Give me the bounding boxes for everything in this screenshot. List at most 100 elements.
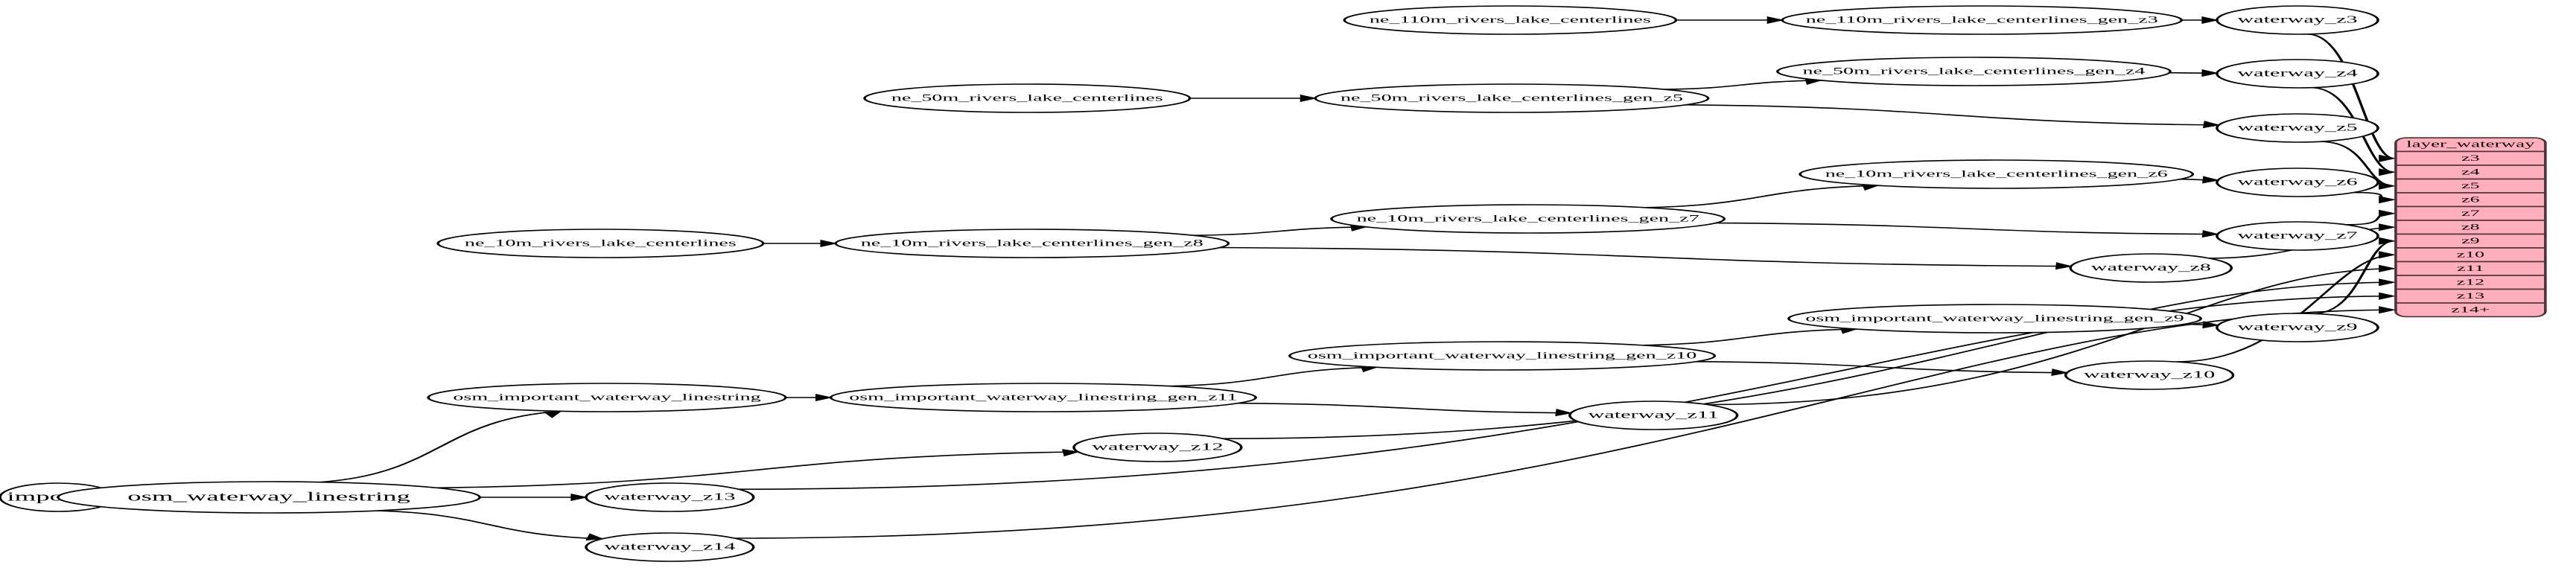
node-shape	[2216, 5, 2379, 35]
node-shape	[2064, 360, 2235, 390]
graph-edge	[1685, 104, 2219, 126]
node-shape	[1781, 5, 2184, 35]
graph-node-osm_iww_ls_z11[interactable]: osm_important_waterway_linestring_gen_z1…	[829, 383, 1257, 412]
table-row-label: z3	[2461, 153, 2479, 163]
node-shape	[834, 229, 1230, 258]
node-label: waterway_z11	[1588, 409, 1719, 421]
table-row-z8[interactable]: z8	[2395, 220, 2545, 235]
table-row-z9[interactable]: z9	[2395, 233, 2545, 249]
node-shape	[585, 532, 755, 562]
graph-edge-to-table	[734, 309, 2394, 539]
edge-arrowhead	[543, 410, 563, 418]
graph-node-ne_50m_z5[interactable]: ne_50m_rivers_lake_centerlines_gen_z5	[1314, 83, 1710, 113]
table-row-label: z6	[2461, 194, 2479, 204]
graph-node-ne_10m_z7[interactable]: ne_10m_rivers_lake_centerlines_gen_z7	[1330, 204, 1726, 234]
node-shape	[2216, 167, 2379, 197]
graph-node-ww_z6[interactable]: waterway_z6	[2216, 167, 2379, 197]
graph-node-ww_z7[interactable]: waterway_z7	[2216, 221, 2379, 251]
edge-arrowhead	[2379, 237, 2397, 245]
node-label: waterway_z8	[2091, 262, 2211, 273]
edge-arrowhead	[2201, 16, 2219, 24]
graph-edge	[319, 410, 562, 483]
table-row-z7[interactable]: z7	[2395, 205, 2545, 221]
edge-arrowhead	[2379, 182, 2397, 190]
table-row-label: z10	[2457, 249, 2484, 259]
node-shape	[2216, 313, 2379, 342]
node-shape	[1343, 5, 1678, 35]
node-label: ne_50m_rivers_lake_centerlines_gen_z4	[1802, 66, 2145, 77]
graph-node-ww_z3[interactable]: waterway_z3	[2216, 5, 2379, 35]
graph-node-osm_iww_ls_z9[interactable]: osm_important_waterway_linestring_gen_z9	[1787, 304, 2203, 334]
graph-node-osm_ww_ls[interactable]: osm_waterway_linestring	[57, 481, 481, 514]
graph-node-ne_10m_z6[interactable]: ne_10m_rivers_lake_centerlines_gen_z6	[1799, 159, 2195, 189]
node-label: osm_important_waterway_linestring	[453, 392, 760, 403]
graph-node-ww_z8[interactable]: waterway_z8	[2069, 253, 2233, 283]
table-row-label: z8	[2461, 222, 2479, 232]
node-shape	[2216, 221, 2379, 251]
node-label: ne_10m_rivers_lake_centerlines_gen_z8	[861, 237, 1203, 249]
graph-node-ww_z9[interactable]: waterway_z9	[2216, 313, 2379, 342]
graph-node-ww_z5[interactable]: waterway_z5	[2216, 113, 2379, 143]
graph-edge	[1646, 185, 1878, 208]
node-label: waterway_z10	[2084, 369, 2215, 380]
table-row-label: z7	[2461, 208, 2479, 218]
edge-arrowhead	[2379, 278, 2397, 287]
graph-node-osm_iww_ls_z10[interactable]: osm_important_waterway_linestring_gen_z1…	[1288, 341, 1717, 371]
edge-layer	[42, 16, 2397, 541]
table-row-z13[interactable]: z13	[2395, 288, 2545, 304]
graph-edge-to-table	[738, 295, 2394, 491]
table-row-z14+[interactable]: z14+	[2395, 302, 2545, 317]
edge-arrowhead	[2379, 154, 2397, 162]
node-label: waterway_z4	[2237, 68, 2358, 79]
graph-node-ne_110m_z3[interactable]: ne_110m_rivers_lake_centerlines_gen_z3	[1781, 5, 2184, 35]
edge-arrowhead	[1300, 95, 1317, 102]
node-label: ne_10m_rivers_lake_centerlines_gen_z7	[1357, 213, 1699, 224]
node-shape	[1799, 159, 2195, 189]
table-row-z4[interactable]: z4	[2395, 165, 2545, 180]
table-row-z6[interactable]: z6	[2395, 192, 2545, 208]
graph-node-ne_110m[interactable]: ne_110m_rivers_lake_centerlines	[1343, 5, 1678, 35]
graph-node-ww_z11[interactable]: waterway_z11	[1568, 401, 1739, 430]
node-label: osm_important_waterway_linestring_gen_z9	[1805, 313, 2184, 324]
graph-node-ne_50m_z4[interactable]: ne_50m_rivers_lake_centerlines_gen_z4	[1775, 57, 2172, 86]
graph-node-ww_z12[interactable]: waterway_z12	[1072, 433, 1243, 462]
graph-edge-to-table	[2312, 240, 2395, 315]
graph-node-ne_50m[interactable]: ne_50m_rivers_lake_centerlines	[863, 83, 1192, 113]
graph-node-ne_10m_z8[interactable]: ne_10m_rivers_lake_centerlines_gen_z8	[834, 229, 1230, 258]
graph-node-ww_z14[interactable]: waterway_z14	[585, 532, 755, 562]
table-row-z10[interactable]: z10	[2395, 247, 2545, 263]
graph-edge	[1664, 80, 1822, 90]
table-row-label: z12	[2457, 277, 2484, 287]
graph-edge	[1194, 226, 1367, 237]
graph-node-ww_z4[interactable]: waterway_z4	[2216, 59, 2379, 89]
edge-arrowhead	[2201, 69, 2219, 77]
node-shape	[57, 481, 481, 514]
table-header-label: layer_waterway	[2406, 138, 2535, 149]
graph-node-ww_z10[interactable]: waterway_z10	[2064, 360, 2235, 390]
edge-arrowhead	[1766, 16, 1784, 24]
table-row-z12[interactable]: z12	[2395, 275, 2545, 290]
graph-node-ne_10m[interactable]: ne_10m_rivers_lake_centerlines	[436, 229, 765, 258]
graph-node-ww_z13[interactable]: waterway_z13	[585, 482, 755, 512]
edge-arrowhead	[2379, 168, 2397, 176]
node-shape	[1288, 341, 1717, 371]
table-row-z11[interactable]: z11	[2395, 261, 2545, 276]
node-label: waterway_z14	[604, 541, 736, 552]
node-shape	[436, 229, 765, 258]
node-label: waterway_z3	[2237, 14, 2357, 25]
node-label: waterway_z6	[2237, 176, 2358, 188]
table-row-cell	[2395, 302, 2545, 317]
graph-edge	[1715, 222, 2218, 235]
node-shape	[427, 383, 787, 412]
node-shape	[1072, 433, 1243, 462]
table-row-label: z9	[2461, 236, 2479, 246]
node-label: ne_10m_rivers_lake_centerlines_gen_z6	[1825, 168, 2168, 179]
graph-node-osm_iww_ls[interactable]: osm_important_waterway_linestring	[427, 383, 787, 412]
table-row-z3[interactable]: z3	[2395, 150, 2545, 166]
edge-arrowhead	[2379, 223, 2397, 232]
node-label: waterway_z7	[2237, 230, 2358, 241]
node-label: osm_important_waterway_linestring_gen_z1…	[849, 392, 1237, 403]
table-row-z5[interactable]: z5	[2395, 178, 2545, 194]
